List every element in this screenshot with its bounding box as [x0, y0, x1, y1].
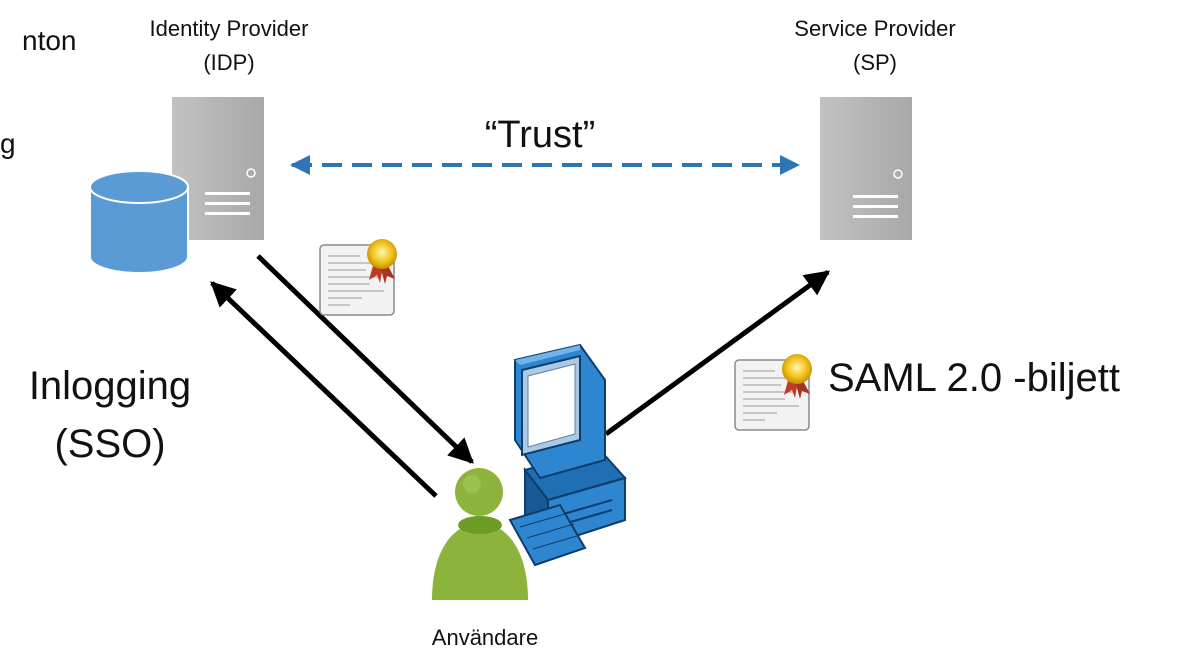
cut-text-line1: nton: [22, 25, 77, 56]
sp-server-icon: [820, 97, 912, 240]
idp-title: Identity Provider: [149, 16, 309, 41]
login-label-line1: Inlogging: [28, 364, 192, 408]
sp-title: Service Provider: [794, 16, 956, 41]
user-label: Användare: [431, 625, 539, 650]
computer-icon: [508, 343, 627, 567]
saml-ticket-label: SAML 2.0 -biljett: [828, 356, 1120, 400]
certificate-icon: [319, 239, 397, 316]
login-label-line2: (SSO): [54, 422, 166, 466]
cut-text-line2: g: [0, 128, 16, 159]
sp-abbr: (SP): [853, 50, 897, 75]
user-icon: [432, 468, 528, 600]
ticket-arrow-to-sp: [604, 269, 831, 437]
idp-abbr: (IDP): [203, 50, 255, 75]
trust-label: “Trust”: [484, 114, 596, 156]
login-arrow-to-idp: [210, 281, 438, 498]
database-icon: [89, 170, 189, 274]
certificate-icon-2: [734, 354, 812, 431]
ticket-arrow-to-user: [256, 254, 474, 464]
